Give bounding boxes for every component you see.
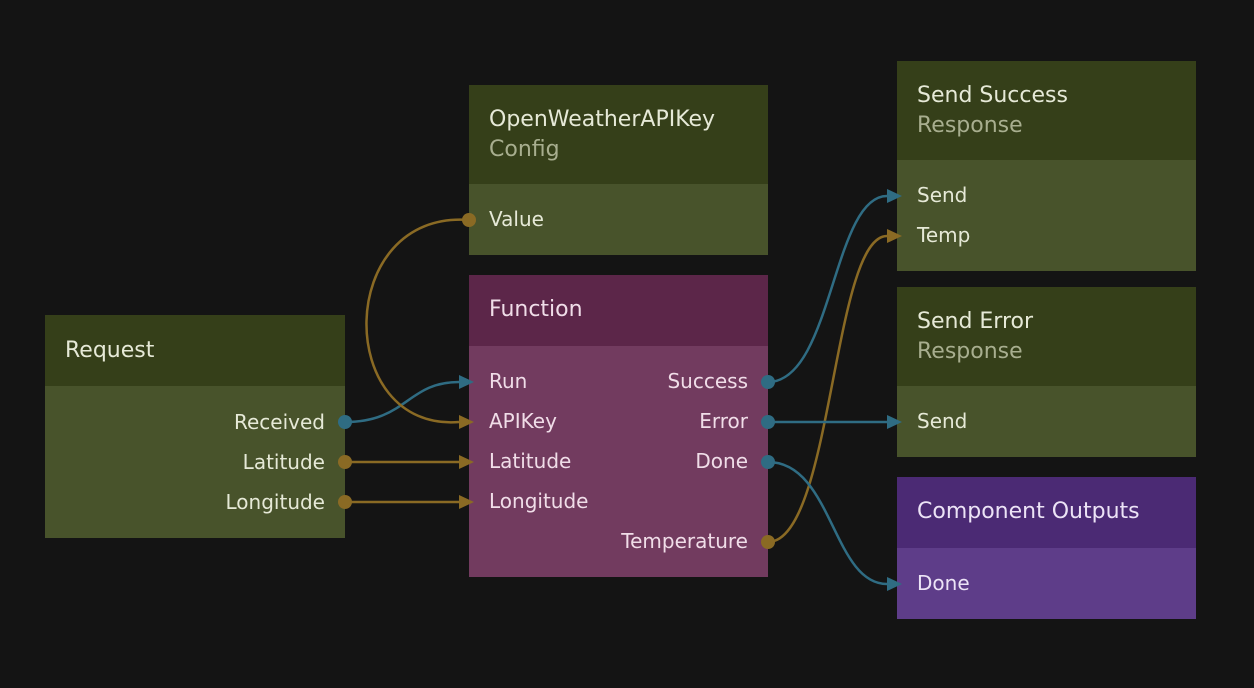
send-error-node-header[interactable]: Send Error Response <box>897 287 1196 386</box>
function-apikey-label: APIKey <box>489 409 557 433</box>
send-success-node-header[interactable]: Send Success Response <box>897 61 1196 160</box>
function-latitude-label: Latitude <box>489 449 572 473</box>
send-success-temp-label: Temp <box>917 223 971 247</box>
request-received-label: Received <box>234 410 325 434</box>
component-outputs-done-label: Done <box>917 571 970 595</box>
wire-request-received-to-function-run[interactable] <box>344 380 460 424</box>
send-success-node-subtitle: Response <box>917 113 1023 138</box>
function-temperature-label: Temperature <box>621 529 748 553</box>
component-outputs-node-title: Component Outputs <box>917 499 1140 524</box>
wire-function-temperature-to-send-success-temp[interactable] <box>767 234 888 544</box>
send-error-send-label: Send <box>917 409 968 433</box>
function-done-label: Done <box>695 449 748 473</box>
send-success-node[interactable]: Send Success Response Send Temp <box>897 61 1196 271</box>
request-node-body: Received Latitude Longitude <box>45 386 345 538</box>
config-node-body: Value <box>469 184 768 255</box>
send-error-node-body: Send <box>897 386 1196 457</box>
function-node[interactable]: Function Run APIKey Latitude Longitude S… <box>469 275 768 577</box>
request-node-title: Request <box>65 338 155 363</box>
config-node-subtitle: Config <box>489 137 560 162</box>
request-node-header[interactable]: Request <box>45 315 345 386</box>
config-node-header[interactable]: OpenWeatherAPIKey Config <box>469 85 768 184</box>
component-outputs-node[interactable]: Component Outputs Done <box>897 477 1196 619</box>
function-node-body: Run APIKey Latitude Longitude Success Er… <box>469 346 768 577</box>
request-latitude-label: Latitude <box>242 450 325 474</box>
send-success-send-label: Send <box>917 183 968 207</box>
send-success-node-body: Send Temp <box>897 160 1196 271</box>
function-run-label: Run <box>489 369 528 393</box>
send-error-node[interactable]: Send Error Response Send <box>897 287 1196 457</box>
send-error-node-subtitle: Response <box>917 339 1023 364</box>
component-outputs-node-body: Done <box>897 548 1196 619</box>
component-outputs-node-header[interactable]: Component Outputs <box>897 477 1196 548</box>
config-node[interactable]: OpenWeatherAPIKey Config Value <box>469 85 768 255</box>
request-node[interactable]: Request Received Latitude Longitude <box>45 315 345 538</box>
request-longitude-label: Longitude <box>225 490 325 514</box>
wire-function-success-to-send-success-send[interactable] <box>767 194 888 384</box>
send-error-node-title: Send Error <box>917 309 1034 334</box>
function-node-title: Function <box>489 297 583 322</box>
config-value-label: Value <box>489 207 544 231</box>
function-success-label: Success <box>667 369 748 393</box>
function-node-header[interactable]: Function <box>469 275 768 346</box>
send-success-node-title: Send Success <box>917 83 1068 108</box>
wire-function-done-to-component-outputs-done[interactable] <box>767 460 888 586</box>
config-node-title: OpenWeatherAPIKey <box>489 107 716 132</box>
function-error-label: Error <box>699 409 748 433</box>
function-longitude-label: Longitude <box>489 489 589 513</box>
wire-config-value-to-function-apikey[interactable] <box>365 218 470 424</box>
